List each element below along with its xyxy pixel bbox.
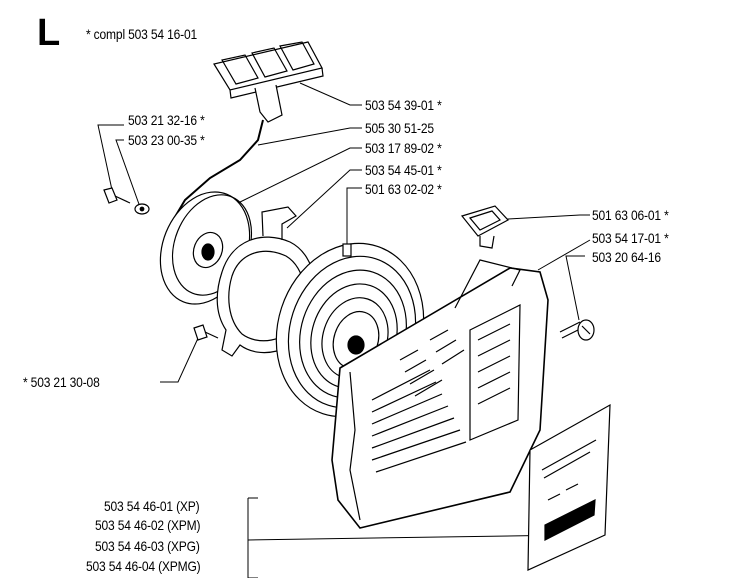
callout-handle: 503 54 39-01 * — [365, 97, 442, 113]
lower-screw-part — [193, 324, 219, 341]
section-letter: L — [37, 12, 61, 54]
callout-housing: 503 54 17-01 * — [592, 230, 669, 246]
callout-pin: 501 63 02-02 * — [365, 181, 442, 197]
callout-pulley: 503 17 89-02 * — [365, 140, 442, 156]
decal-item: 503 54 46-02 (XPM) — [95, 517, 201, 533]
callout-screw-b: * 503 21 30-08 — [23, 374, 100, 390]
starter-handle-part — [171, 41, 324, 223]
housing-screw-part — [559, 319, 595, 341]
housing-vents — [371, 304, 521, 473]
callout-screw-a: 503 21 32-16 * — [128, 112, 205, 128]
callout-housing-screw: 503 20 64-16 — [592, 249, 661, 265]
screw-washer-part — [103, 187, 150, 215]
decal-item: 503 54 46-04 (XPMG) — [86, 558, 201, 574]
assembly-label: * compl 503 54 16-01 — [86, 26, 198, 42]
callout-rope: 505 30 51-25 — [365, 120, 434, 136]
decal-item: 503 54 46-01 (XP) — [104, 498, 200, 514]
decal-bracket — [248, 497, 258, 578]
decal-item: 503 54 46-03 (XPG) — [95, 538, 200, 554]
rope-guide-part — [460, 205, 509, 249]
callout-rope-guide: 501 63 06-01 * — [592, 207, 669, 223]
starter-housing-part — [331, 259, 549, 529]
callout-washer-a: 503 23 00-35 * — [128, 132, 205, 148]
leader-lines — [97, 82, 591, 578]
callout-spring: 503 54 45-01 * — [365, 162, 442, 178]
decal-sheet-part — [527, 403, 611, 571]
